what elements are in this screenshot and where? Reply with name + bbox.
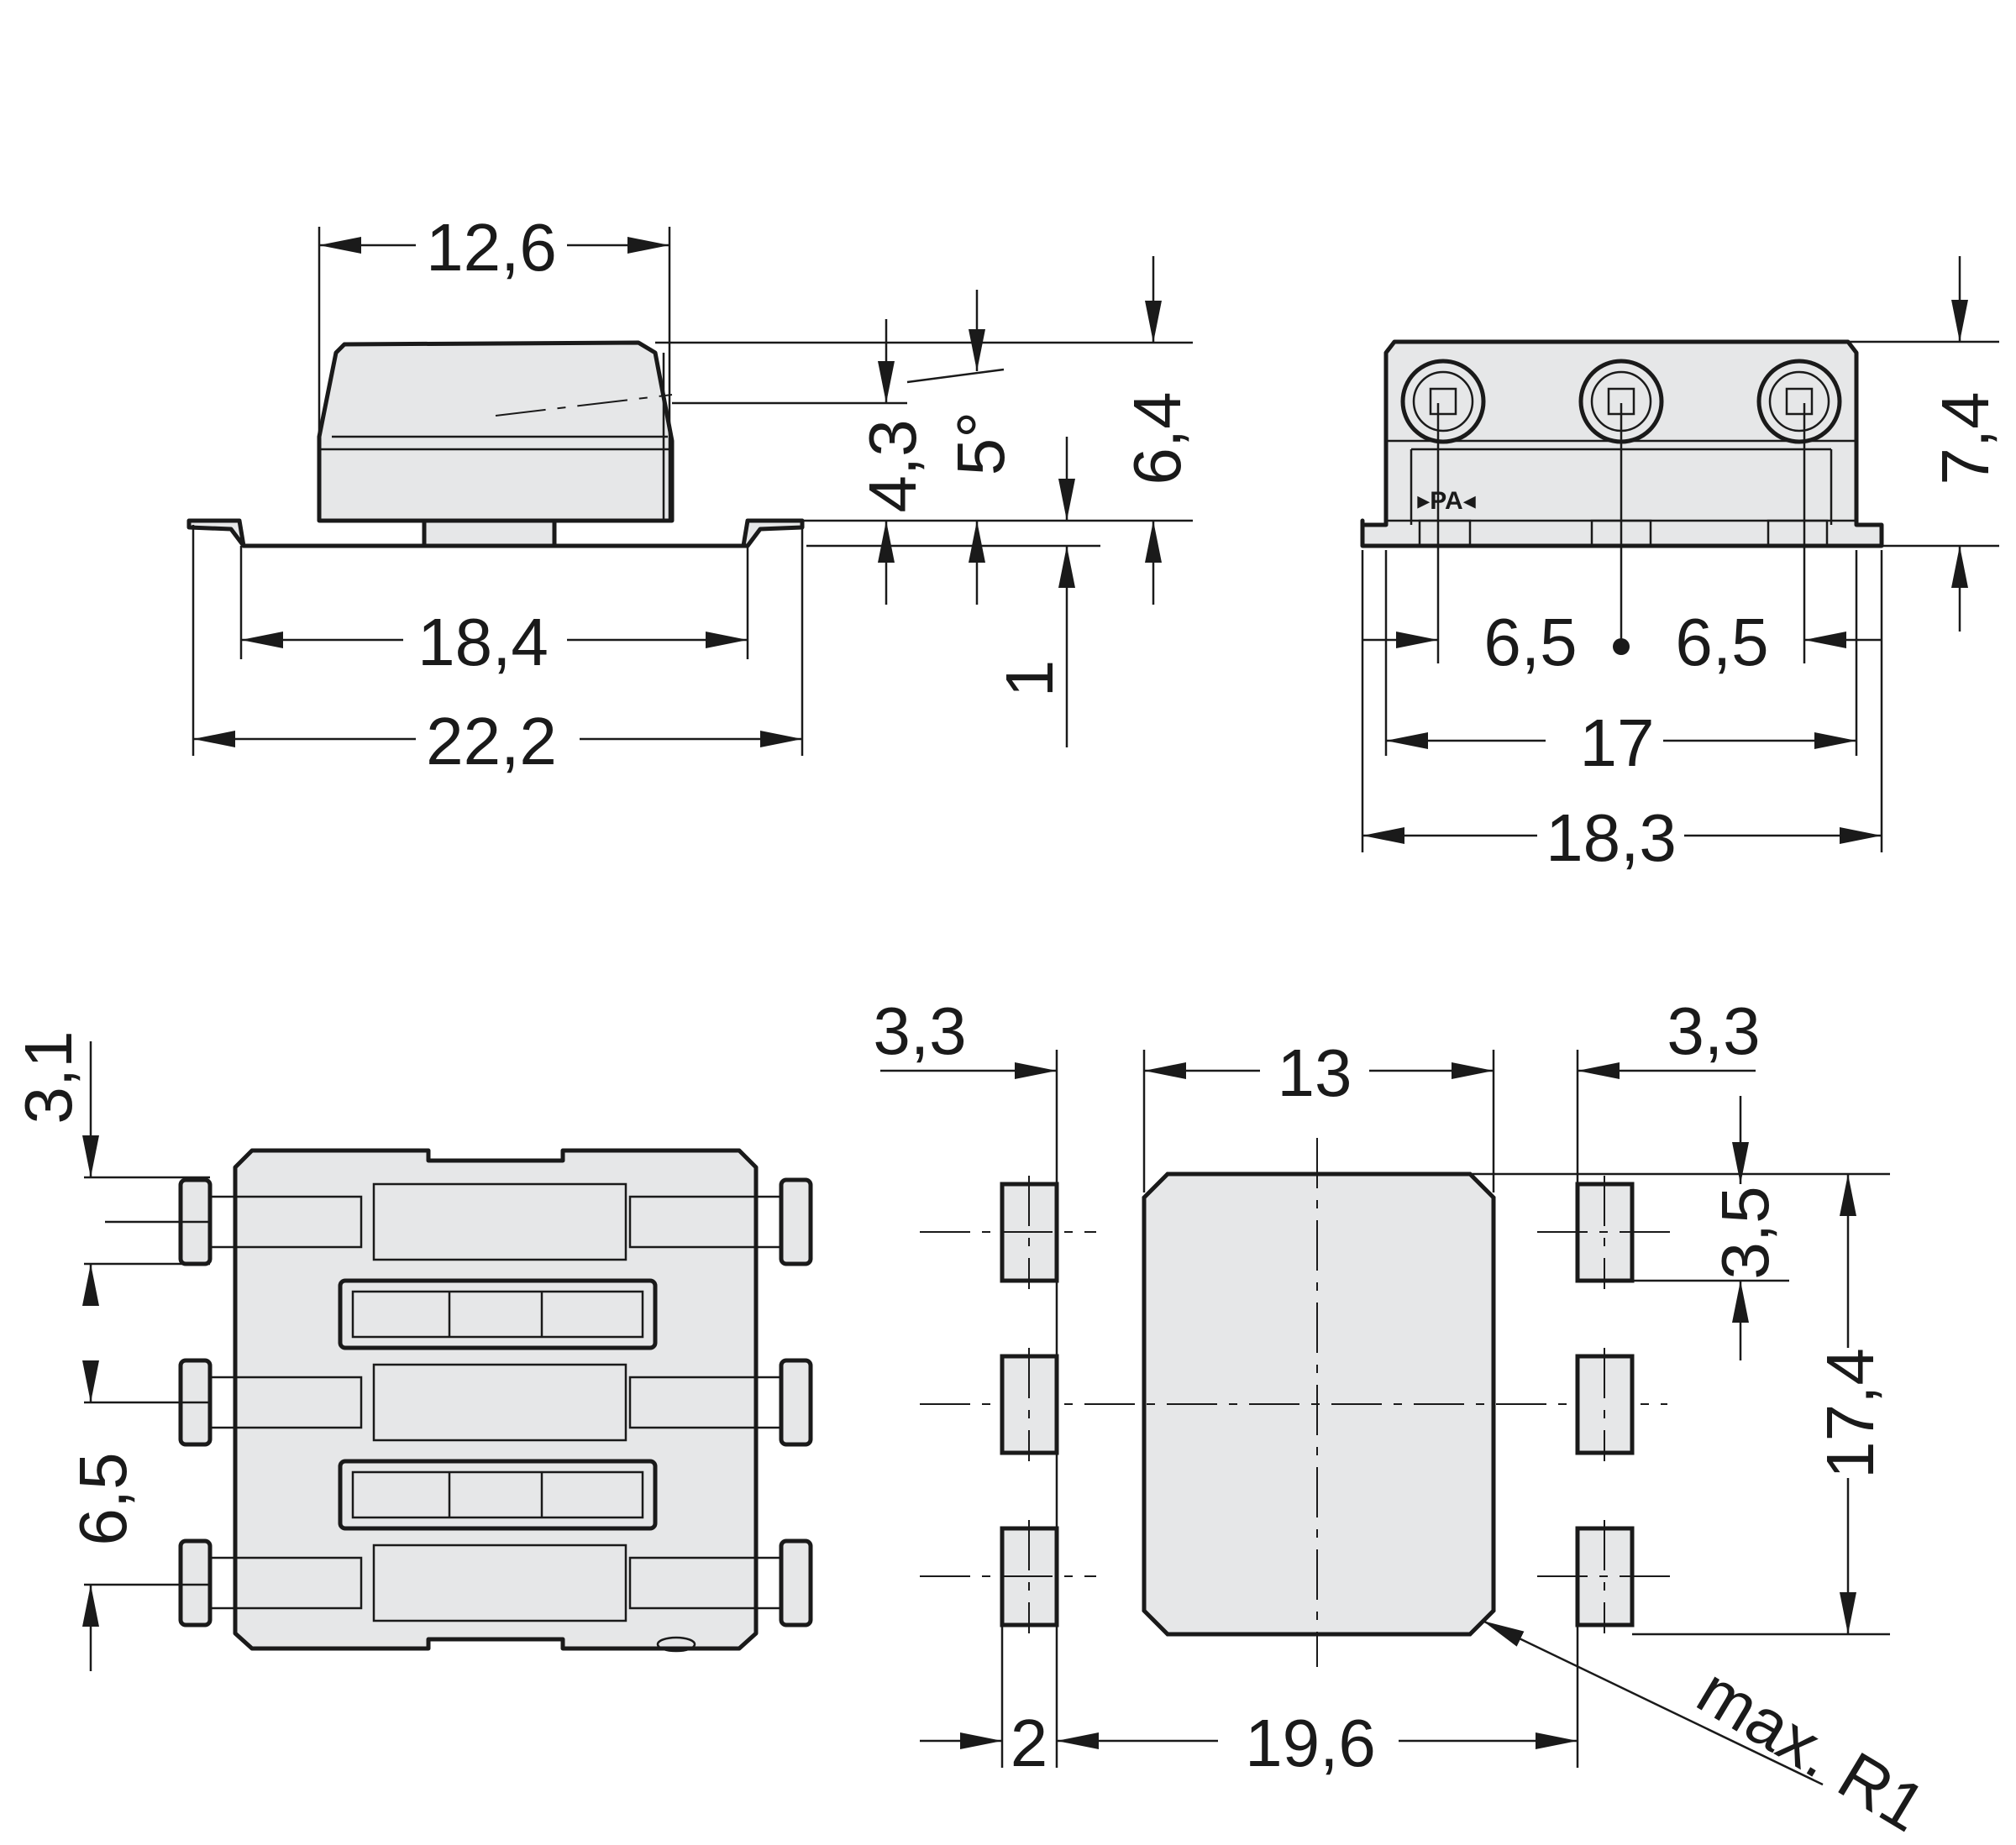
pin-row-3 [178,1538,813,1627]
dim-3-5: 3,5 [1708,1186,1782,1279]
dim-3-3-left: 3,3 [873,993,966,1068]
footprint-view: 3,3 3,3 13 3,5 17,4 2 19,6 max. R1 [873,993,1938,1845]
dim-6-5-bottom: 6,5 [66,1452,140,1545]
dim-4-3: 4,3 [855,419,930,512]
front-view: ▸PA◂ 7,4 6,5 6,5 17 18,3 [1360,256,2003,875]
dim-18-3: 18,3 [1546,800,1677,875]
dim-6-5-right: 6,5 [1675,605,1768,679]
dim-6-4: 6,4 [1120,391,1194,485]
dim-7-4: 7,4 [1928,391,2003,485]
dim-5-deg: 5° [943,411,1018,475]
release-slot-2 [338,1459,658,1531]
dim-22-2: 22,2 [426,704,557,778]
dim-3-3-right: 3,3 [1667,993,1760,1068]
radius-note: max. R1 [1685,1653,1938,1845]
dim-1: 1 [992,660,1067,698]
side-view: 12,6 18,4 22,2 4,3 5° 1 6,4 [186,210,1194,778]
dim-17: 17 [1580,705,1655,780]
release-slot-1 [338,1278,658,1350]
dim-12-6: 12,6 [426,210,557,285]
bottom-view: 3,1 6,5 [11,1030,813,1671]
dim-2: 2 [1011,1706,1048,1780]
bottom-housing [233,1148,759,1651]
terminal-left [1400,359,1486,548]
dim-13: 13 [1278,1035,1352,1110]
dim-17-4: 17,4 [1813,1348,1887,1479]
dim-6-5-left: 6,5 [1483,605,1577,679]
terminal-right [1756,359,1842,548]
side-base-plate [186,518,805,548]
dim-3-1: 3,1 [11,1030,86,1124]
side-housing [317,340,675,523]
dim-19-6: 19,6 [1245,1706,1376,1780]
dim-18-4: 18,4 [417,605,549,679]
pa-marking: ▸PA◂ [1417,487,1476,515]
